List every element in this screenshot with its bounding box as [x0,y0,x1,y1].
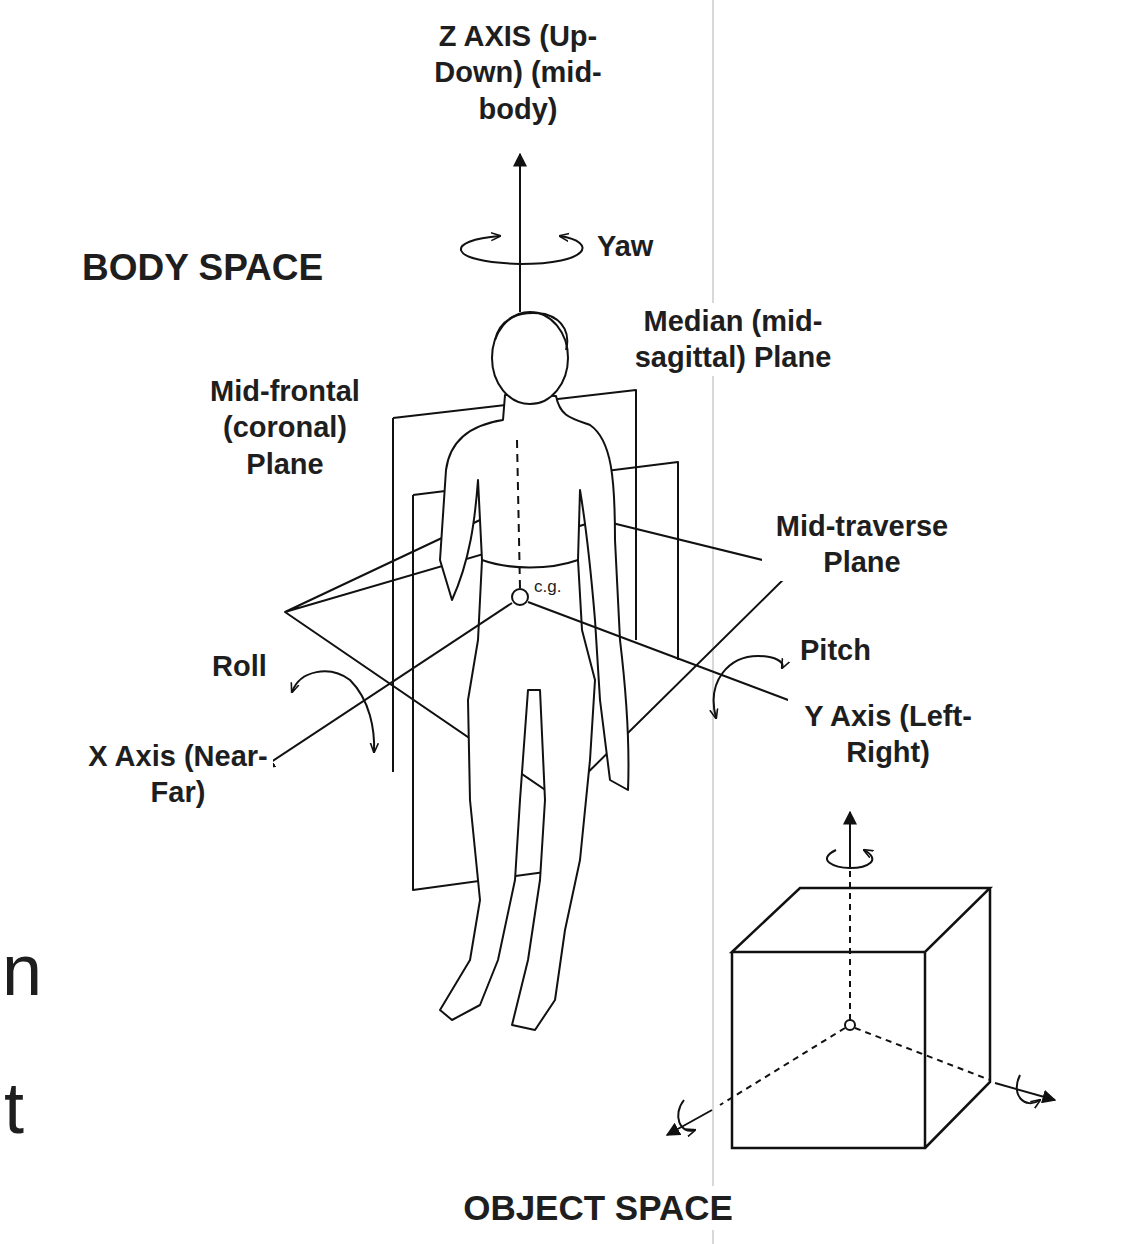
slide-edge [712,0,714,1244]
slide-text-fragment: n [2,925,42,1015]
axis-label: Y Axis (Left-Right) [788,698,988,771]
plane-label: Mid-traverse Plane [762,508,962,581]
axis-label: Z AXIS (Up-Down) (mid-body) [418,18,618,127]
point-label: c.g. [534,576,561,597]
slide-text-fragment: t [4,1063,24,1153]
plane-label: Mid-frontal (coronal) Plane [188,373,383,482]
center-of-gravity [512,589,528,605]
axis-label: X Axis (Near-Far) [83,738,273,811]
plane-label: Median (mid-sagittal) Plane [618,303,848,376]
y-axis [528,602,820,712]
human-figure [440,312,629,1030]
rotation-label: Roll [212,648,267,684]
section-title: BODY SPACE [82,245,323,291]
section-title: OBJECT SPACE [463,1186,733,1230]
pitch-arrow [714,656,783,718]
yaw-arrow [461,236,583,264]
x-axis [262,603,512,768]
rotation-label: Pitch [800,632,871,668]
z-axis [519,154,521,312]
rotation-label: Yaw [597,228,653,264]
mid-body-line [517,440,520,588]
object-cube [667,812,1055,1148]
roll-arrow [292,671,374,752]
